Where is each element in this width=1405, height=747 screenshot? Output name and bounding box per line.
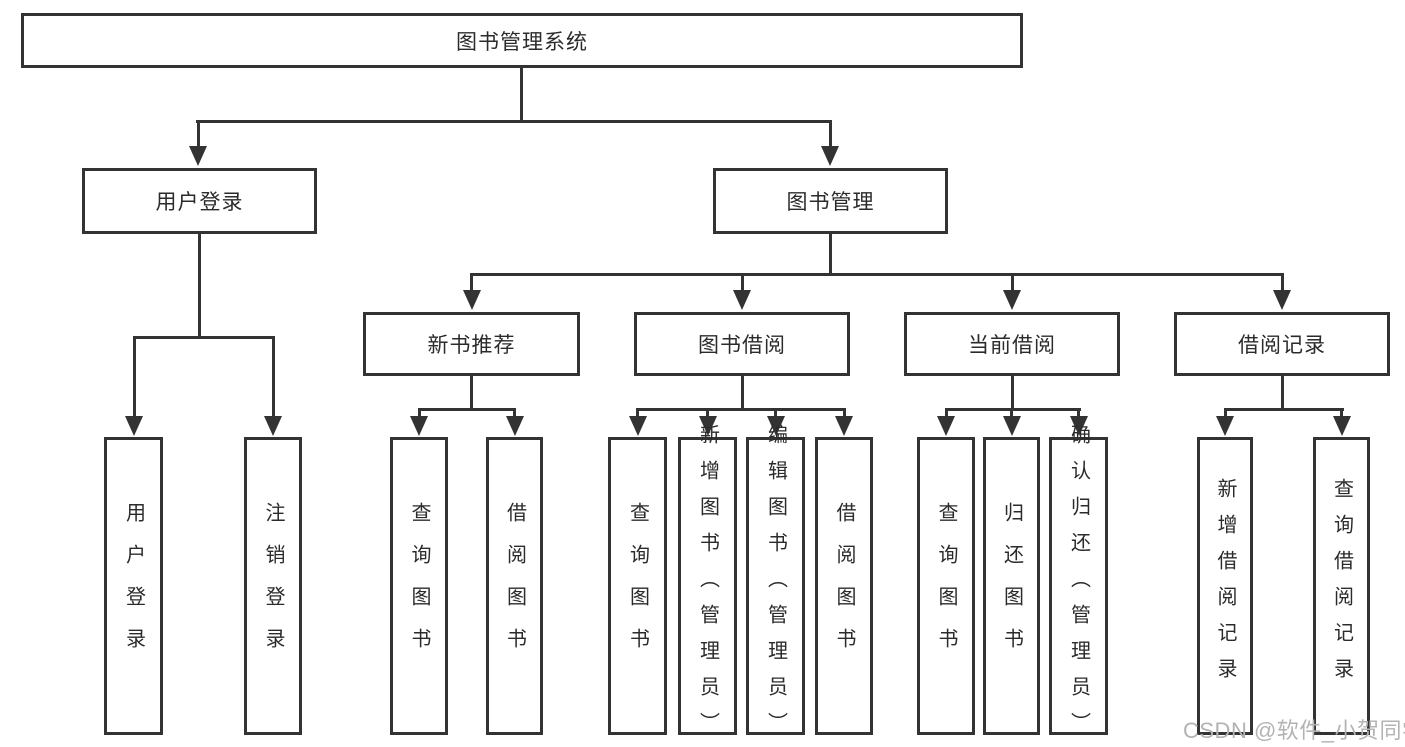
- node-current-borrowing: 当前借阅: [904, 312, 1120, 376]
- connector-line: [1077, 408, 1080, 418]
- connector-line: [1280, 273, 1284, 292]
- connector-line: [198, 234, 201, 339]
- node-label: 用户登录: [122, 502, 145, 670]
- leaf-user-login: 用户登录: [104, 437, 163, 735]
- connector-line: [636, 408, 846, 411]
- arrow-down-icon: [1003, 290, 1021, 310]
- node-user-login: 用户登录: [82, 168, 317, 234]
- leaf-borrow-books: 借阅图书: [486, 437, 543, 735]
- leaf-confirm-return-admin: 确认归还（管理员）: [1049, 424, 1108, 747]
- connector-line: [829, 120, 832, 148]
- connector-line: [1280, 376, 1284, 411]
- node-label: 图书管理: [786, 191, 875, 214]
- node-label: 用户登录: [155, 191, 244, 214]
- leaf-return-books: 归还图书: [983, 437, 1040, 735]
- node-label: 当前借阅: [968, 334, 1056, 357]
- node-label: 注销登录: [262, 502, 284, 670]
- node-label: 编辑图书（管理员）: [764, 424, 787, 747]
- connector-line: [842, 408, 846, 418]
- leaf-borrow-books: 借阅图书: [815, 437, 873, 735]
- connector-line: [1340, 408, 1343, 418]
- connector-line: [944, 408, 948, 418]
- connector-line: [417, 408, 421, 418]
- connector-line: [520, 68, 523, 120]
- connector-line: [1223, 408, 1227, 418]
- leaf-logout: 注销登录: [244, 437, 302, 735]
- node-label: 查询借阅记录: [1330, 478, 1353, 694]
- node-label: 新书推荐: [427, 334, 516, 357]
- node-borrowing-records: 借阅记录: [1174, 312, 1390, 376]
- arrow-down-icon: [410, 416, 428, 436]
- connector-line: [774, 408, 777, 418]
- node-label: 借阅记录: [1238, 334, 1326, 357]
- node-book-management: 图书管理: [713, 168, 948, 234]
- node-label: 查询图书: [935, 502, 957, 670]
- connector-line: [470, 273, 1284, 276]
- arrow-down-icon: [1273, 290, 1291, 310]
- node-label: 归还图书: [1000, 502, 1023, 670]
- node-label: 图书借阅: [698, 334, 786, 357]
- node-label: 查询图书: [626, 502, 649, 670]
- arrow-down-icon: [1333, 416, 1351, 436]
- arrow-down-icon: [835, 416, 853, 436]
- connector-line: [132, 336, 275, 339]
- leaf-query-books: 查询图书: [390, 437, 448, 735]
- node-label: 借阅图书: [503, 502, 526, 670]
- connector-line: [1223, 408, 1344, 411]
- leaf-query-books: 查询图书: [917, 437, 975, 735]
- leaf-add-borrow-record: 新增借阅记录: [1197, 437, 1253, 735]
- connector-line: [1010, 273, 1014, 292]
- arrow-down-icon: [1216, 416, 1234, 436]
- arrow-down-icon: [821, 146, 839, 166]
- arrow-down-icon: [264, 416, 282, 436]
- leaf-query-borrow-record: 查询借阅记录: [1313, 437, 1370, 735]
- connector-line: [196, 120, 832, 123]
- connector-line: [706, 408, 709, 418]
- arrow-down-icon: [189, 146, 207, 166]
- node-label: 借阅图书: [833, 502, 855, 670]
- arrow-down-icon: [463, 290, 481, 310]
- connector-line: [132, 336, 136, 418]
- leaf-query-books: 查询图书: [608, 437, 667, 735]
- arrow-down-icon: [506, 416, 524, 436]
- node-label: 新增借阅记录: [1214, 478, 1236, 694]
- connector-line: [1010, 376, 1014, 411]
- arrow-down-icon: [125, 416, 143, 436]
- connector-line: [513, 408, 516, 418]
- connector-line: [740, 376, 744, 411]
- csdn-watermark: CSDN @软件_小贺同学: [1183, 718, 1405, 743]
- arrow-down-icon: [1070, 416, 1088, 436]
- node-book-borrowing: 图书借阅: [634, 312, 850, 376]
- node-label: 新增图书（管理员）: [696, 424, 719, 747]
- connector-line: [271, 336, 275, 418]
- arrow-down-icon: [767, 416, 785, 436]
- node-label: 图书管理系统: [456, 30, 588, 54]
- connector-line: [470, 273, 473, 292]
- connector-line: [417, 408, 516, 411]
- leaf-add-books-admin: 新增图书（管理员）: [678, 424, 737, 747]
- connector-line: [1010, 408, 1013, 418]
- arrow-down-icon: [699, 416, 717, 436]
- connector-line: [196, 120, 200, 148]
- leaf-edit-books-admin: 编辑图书（管理员）: [746, 424, 805, 747]
- connector-line: [470, 376, 473, 411]
- connector-line: [740, 273, 744, 292]
- arrow-down-icon: [733, 290, 751, 310]
- arrow-down-icon: [937, 416, 955, 436]
- node-label: 查询图书: [408, 502, 430, 670]
- connector-line: [829, 234, 832, 276]
- arrow-down-icon: [1003, 416, 1021, 436]
- arrow-down-icon: [629, 416, 647, 436]
- connector-line: [636, 408, 639, 418]
- node-new-book-recommendation: 新书推荐: [363, 312, 580, 376]
- node-system-root: 图书管理系统: [21, 13, 1023, 68]
- node-label: 确认归还（管理员）: [1067, 424, 1090, 747]
